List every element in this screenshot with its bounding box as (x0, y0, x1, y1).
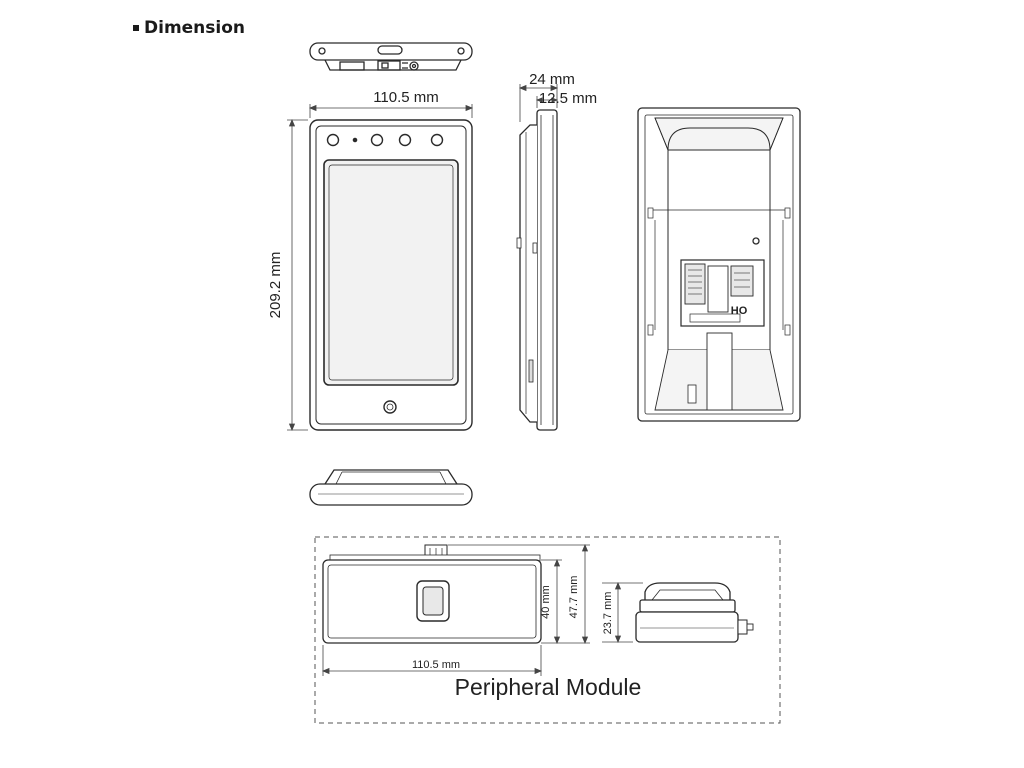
module-height-inner-label: 40 mm (540, 585, 552, 619)
sensor-dot-icon (352, 137, 358, 143)
rear-view (637, 107, 801, 422)
section-heading: Dimension (133, 18, 245, 38)
camera-left-icon (326, 133, 340, 147)
module-height-outer-label: 47.7 mm (568, 576, 580, 619)
module-front-view (322, 544, 542, 644)
light-icon (430, 133, 444, 147)
side-depth-body-label: 12.5 mm (539, 90, 597, 107)
module-depth-dimension (602, 581, 643, 644)
module-frame (314, 536, 781, 724)
module-side-view (635, 582, 754, 643)
module-depth-label: 23.7 mm (602, 592, 614, 635)
side-depth-dimension (518, 84, 559, 122)
front-height-label: 209.2 mm (267, 252, 284, 319)
rear-port-label: HO (731, 305, 748, 317)
front-width-dimension (308, 104, 474, 118)
module-caption: Peripheral Module (455, 674, 642, 700)
front-width-label: 110.5 mm (373, 89, 439, 106)
module-width-dimension (321, 645, 543, 676)
front-height-dimension (287, 118, 308, 432)
camera-middle-icon (370, 133, 384, 147)
module-height-dimension (448, 543, 590, 645)
bottom-view (309, 469, 473, 506)
camera-right-icon (398, 133, 412, 147)
home-button-icon (383, 400, 397, 414)
side-depth-total-label: 24 mm (529, 71, 575, 88)
front-view (309, 119, 473, 431)
module-width-label: 110.5 mm (412, 659, 460, 671)
top-view (309, 42, 473, 71)
section-heading-text: Dimension (144, 18, 246, 38)
bullet-icon (133, 25, 139, 31)
side-view (516, 109, 558, 431)
